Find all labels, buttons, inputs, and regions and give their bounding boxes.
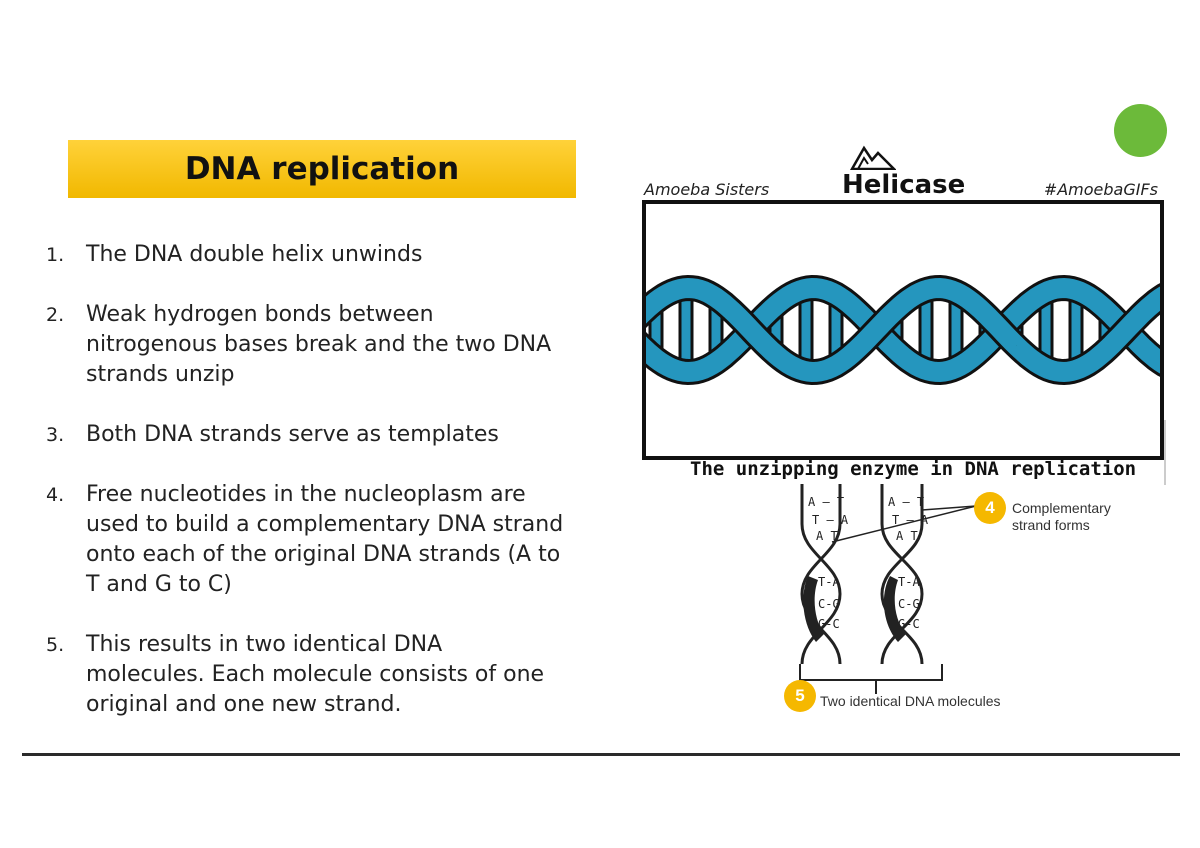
step-text: Free nucleotides in the nucleoplasm are … bbox=[86, 482, 564, 597]
base-pair-label: T-A bbox=[898, 575, 920, 589]
step-number: 4. bbox=[46, 484, 65, 506]
slide-title: DNA replication bbox=[184, 151, 460, 187]
badge-label-5: Two identical DNA molecules bbox=[820, 693, 1001, 709]
base-pair-label: G-C bbox=[818, 617, 840, 631]
step-number: 3. bbox=[46, 424, 65, 446]
dna-strand-a-fill bbox=[646, 277, 1160, 383]
step-item: 3. Both DNA strands serve as templates bbox=[46, 420, 566, 450]
steps-list: 1. The DNA double helix unwinds 2. Weak … bbox=[46, 240, 566, 750]
mountain-logo-icon bbox=[850, 145, 896, 170]
base-pair-label: T-A bbox=[818, 575, 840, 589]
gif-title: Helicase bbox=[842, 170, 966, 200]
bottom-divider bbox=[22, 753, 1180, 756]
base-pair-label: T – A bbox=[892, 513, 929, 527]
step-item: 2. Weak hydrogen bonds between nitrogeno… bbox=[46, 300, 566, 390]
dna-strand-b-fill bbox=[646, 277, 1160, 383]
step-item: 5. This results in two identical DNA mol… bbox=[46, 630, 566, 720]
gif-hashtag: #AmoebaGIFs bbox=[1043, 180, 1158, 199]
base-pair-label: A – T bbox=[888, 495, 924, 509]
step-text: The DNA double helix unwinds bbox=[86, 242, 423, 267]
title-banner: DNA replication bbox=[68, 140, 576, 198]
step-text: Weak hydrogen bonds between nitrogenous … bbox=[86, 302, 552, 387]
step-text: Both DNA strands serve as templates bbox=[86, 422, 499, 447]
two-dna-molecules-illustration: A – T T – A A T A – T T – A A T T-A C-G … bbox=[799, 484, 977, 694]
base-pair-label: C-G bbox=[898, 597, 920, 611]
helicase-gif-frame bbox=[642, 200, 1164, 460]
gif-source-label: Amoeba Sisters bbox=[644, 180, 770, 199]
step-badge-5: 5 bbox=[784, 680, 816, 712]
step-text: This results in two identical DNA molecu… bbox=[86, 632, 545, 717]
base-pair-label: A T bbox=[896, 529, 918, 543]
gif-caption: The unzipping enzyme in DNA replication bbox=[690, 458, 1137, 480]
badge-label-4: Complementary strand forms bbox=[1012, 500, 1111, 533]
step-number: 2. bbox=[46, 304, 65, 326]
dna-helix-illustration bbox=[646, 274, 1160, 386]
step-number: 5. bbox=[46, 634, 65, 656]
step-item: 1. The DNA double helix unwinds bbox=[46, 240, 566, 270]
green-status-dot bbox=[1114, 104, 1167, 157]
base-pair-label: A – T bbox=[808, 495, 844, 509]
base-pair-label: G-C bbox=[898, 617, 920, 631]
replication-diagram: A – T T – A A T A – T T – A A T T-A C-G … bbox=[780, 484, 1160, 724]
base-pair-label: A T bbox=[816, 529, 838, 543]
step-badge-4: 4 bbox=[974, 492, 1006, 524]
step-item: 4. Free nucleotides in the nucleoplasm a… bbox=[46, 480, 566, 600]
gif-header: Amoeba Sisters Helicase #AmoebaGIFs bbox=[642, 142, 1162, 202]
base-pair-label: T – A bbox=[812, 513, 849, 527]
caption-divider bbox=[1164, 420, 1166, 485]
step-number: 1. bbox=[46, 244, 65, 266]
base-pair-label: C-G bbox=[818, 597, 840, 611]
